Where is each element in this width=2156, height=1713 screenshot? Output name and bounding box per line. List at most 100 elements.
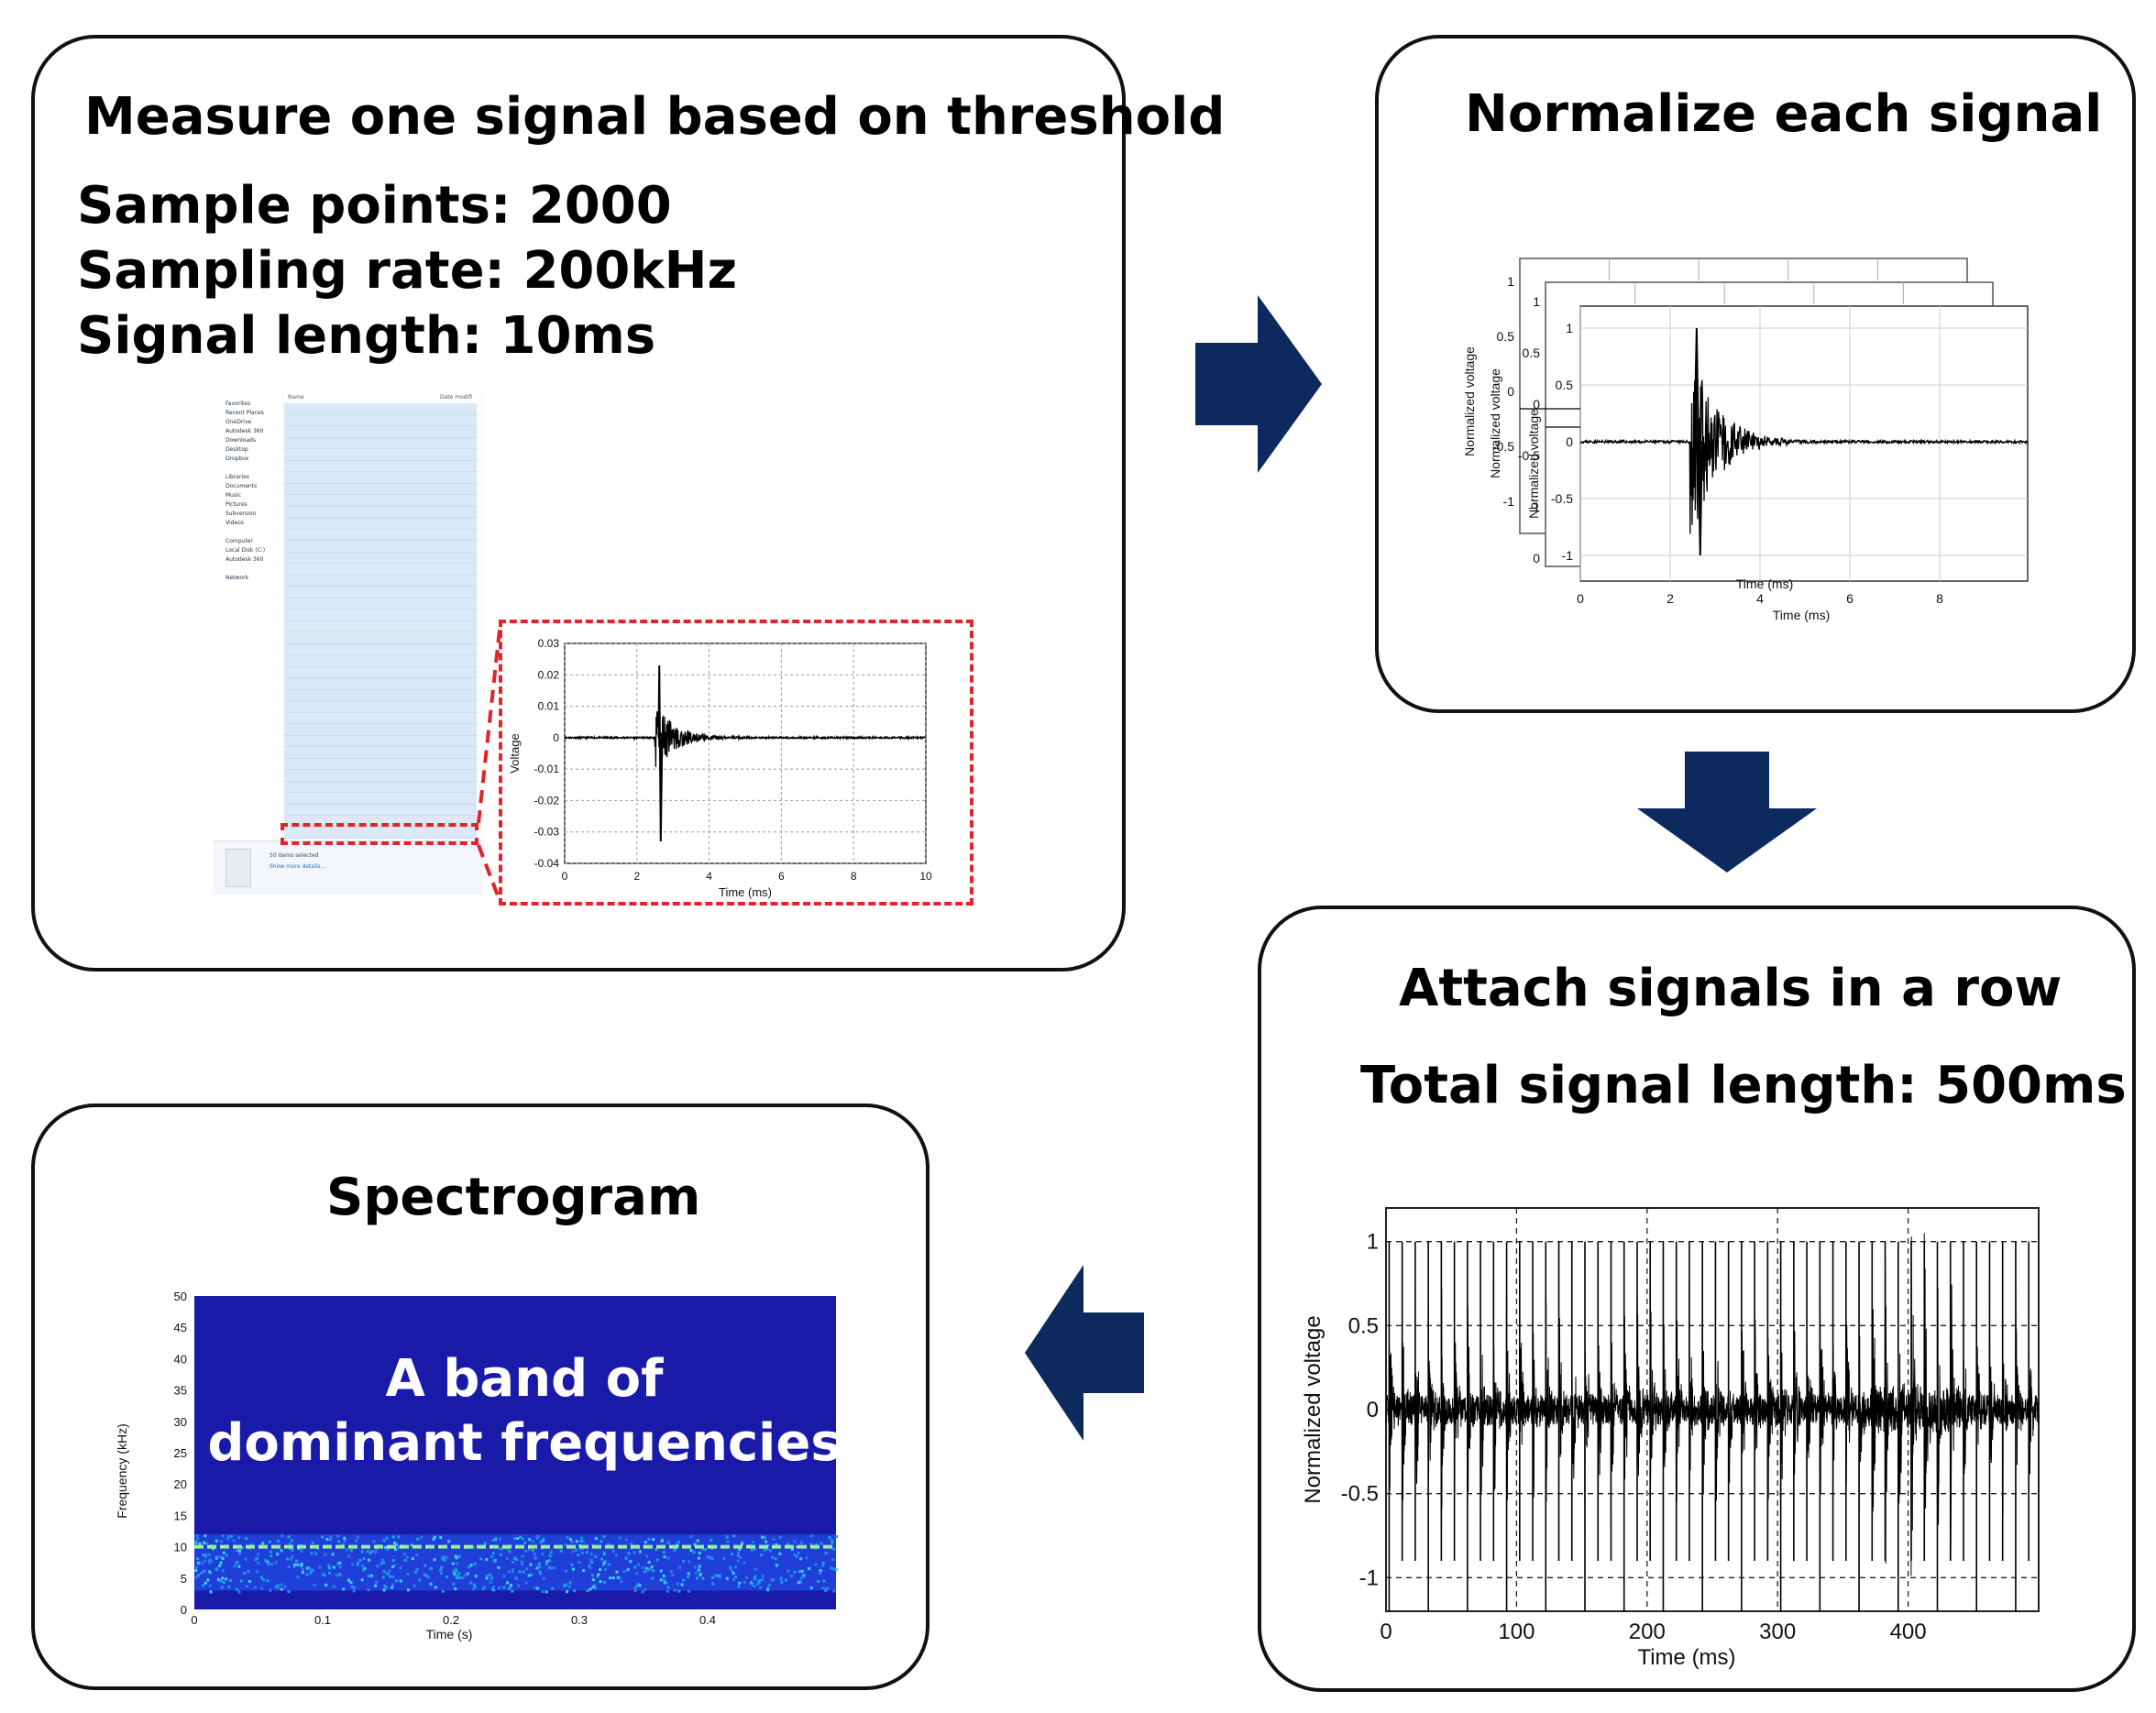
explorer-file-row[interactable] (284, 620, 477, 632)
explorer-file-row[interactable] (284, 598, 477, 609)
explorer-file-row[interactable] (284, 529, 477, 541)
explorer-file-row[interactable] (284, 793, 477, 805)
spectral-cell (614, 1554, 618, 1556)
spectral-cell (768, 1583, 772, 1587)
explorer-file-row[interactable] (284, 472, 477, 484)
explorer-file-row[interactable] (284, 564, 477, 576)
explorer-sidebar-item[interactable]: Computer (226, 538, 253, 544)
explorer-file-row[interactable] (284, 770, 477, 782)
spectral-cell (489, 1580, 492, 1584)
spectral-cell (255, 1556, 258, 1560)
spectral-cell (283, 1585, 287, 1588)
y-tick-label: 15 (174, 1509, 187, 1522)
spectral-cell (457, 1554, 461, 1558)
explorer-file-row[interactable] (284, 758, 477, 770)
explorer-file-row[interactable] (284, 701, 477, 713)
explorer-sidebar-item[interactable]: Subversion (226, 511, 257, 517)
spectral-cell (266, 1579, 270, 1583)
spectral-cell (457, 1576, 460, 1580)
spectral-cell (796, 1545, 799, 1549)
spectral-cell (751, 1548, 754, 1552)
explorer-file-row[interactable] (284, 689, 477, 701)
explorer-sidebar-item[interactable]: Documents (226, 483, 258, 489)
explorer-file-row[interactable] (284, 781, 477, 793)
spectral-cell (429, 1567, 433, 1571)
spectral-cell (469, 1581, 473, 1585)
spectral-cell (677, 1589, 681, 1593)
explorer-details-link[interactable]: Show more details... (270, 863, 326, 870)
explorer-sidebar-item[interactable]: Desktop (226, 446, 248, 453)
spectral-cell (797, 1581, 800, 1585)
spectral-cell (633, 1565, 637, 1569)
spectral-cell (510, 1584, 512, 1587)
x-tick-label: 4 (706, 870, 712, 883)
y-tick-label: 1 (1367, 1230, 1379, 1255)
explorer-sidebar-item[interactable]: Autodesk 360 (226, 428, 264, 434)
explorer-file-row[interactable] (284, 414, 477, 426)
spectral-cell (566, 1536, 569, 1539)
explorer-file-row[interactable] (284, 735, 477, 747)
explorer-file-row[interactable] (284, 575, 477, 587)
spectral-cell (793, 1540, 797, 1543)
explorer-sidebar-item[interactable]: Music (226, 492, 242, 499)
explorer-sidebar-item[interactable]: Recent Places (226, 410, 264, 416)
explorer-file-row[interactable] (284, 437, 477, 449)
explorer-sidebar-item[interactable]: Dropbox (226, 456, 249, 462)
explorer-file-row[interactable] (284, 449, 477, 461)
explorer-file-row[interactable] (284, 827, 477, 839)
explorer-sidebar-item[interactable]: Videos (226, 520, 244, 526)
explorer-sidebar-item[interactable]: OneDrive (226, 419, 252, 425)
spectral-cell (502, 1586, 506, 1589)
explorer-file-row[interactable] (284, 724, 477, 736)
y-tick-label: 45 (174, 1321, 187, 1334)
spectral-cell (255, 1570, 258, 1574)
spectral-cell (741, 1542, 744, 1545)
spectral-cell (655, 1558, 659, 1562)
explorer-file-row[interactable] (284, 747, 477, 759)
explorer-file-row[interactable] (284, 632, 477, 644)
explorer-sidebar-item[interactable]: Pictures (226, 501, 248, 508)
spectral-cell (300, 1564, 303, 1567)
spectral-cell (593, 1583, 596, 1587)
explorer-file-row[interactable] (284, 403, 477, 415)
explorer-sidebar-item[interactable]: Libraries (226, 474, 249, 480)
explorer-sidebar-item[interactable]: Favorites (226, 401, 251, 407)
explorer-file-row[interactable] (284, 506, 477, 518)
spectral-cell (757, 1579, 761, 1583)
spectral-cell (645, 1554, 649, 1558)
explorer-file-row[interactable] (284, 460, 477, 472)
spectral-cell (379, 1562, 382, 1565)
spectral-cell (398, 1545, 402, 1548)
spectral-cell (620, 1580, 623, 1584)
explorer-file-row[interactable] (284, 541, 477, 553)
explorer-sidebar-item[interactable]: Autodesk 360 (226, 556, 264, 563)
explorer-file-row[interactable] (284, 495, 477, 507)
explorer-file-row[interactable] (284, 666, 477, 678)
spectral-cell (732, 1578, 735, 1581)
front-y-tick: -1 (1562, 548, 1574, 563)
explorer-sidebar-item[interactable]: Local Disk (C:) (226, 547, 266, 554)
explorer-sidebar-item[interactable]: Network (226, 575, 249, 581)
spectral-cell (209, 1558, 213, 1562)
spectral-cell (641, 1566, 644, 1569)
explorer-file-row[interactable] (284, 609, 477, 621)
explorer-file-row[interactable] (284, 643, 477, 655)
explorer-file-row[interactable] (284, 552, 477, 564)
explorer-file-row[interactable] (284, 426, 477, 438)
spectral-cell (831, 1558, 835, 1562)
spectral-cell (336, 1534, 340, 1538)
explorer-file-row[interactable] (284, 655, 477, 667)
explorer-file-row[interactable] (284, 587, 477, 598)
spectral-cell (212, 1547, 214, 1551)
explorer-file-row[interactable] (284, 483, 477, 495)
spectral-cell (550, 1566, 554, 1570)
spectral-cell (761, 1575, 764, 1578)
explorer-file-row[interactable] (284, 804, 477, 816)
explorer-file-row[interactable] (284, 518, 477, 530)
spectral-cell (570, 1563, 574, 1566)
spectral-cell (766, 1543, 770, 1547)
explorer-file-row[interactable] (284, 712, 477, 724)
explorer-file-row[interactable] (284, 678, 477, 690)
explorer-sidebar-item[interactable]: Downloads (226, 437, 256, 444)
x-tick-label: 2 (633, 870, 640, 883)
